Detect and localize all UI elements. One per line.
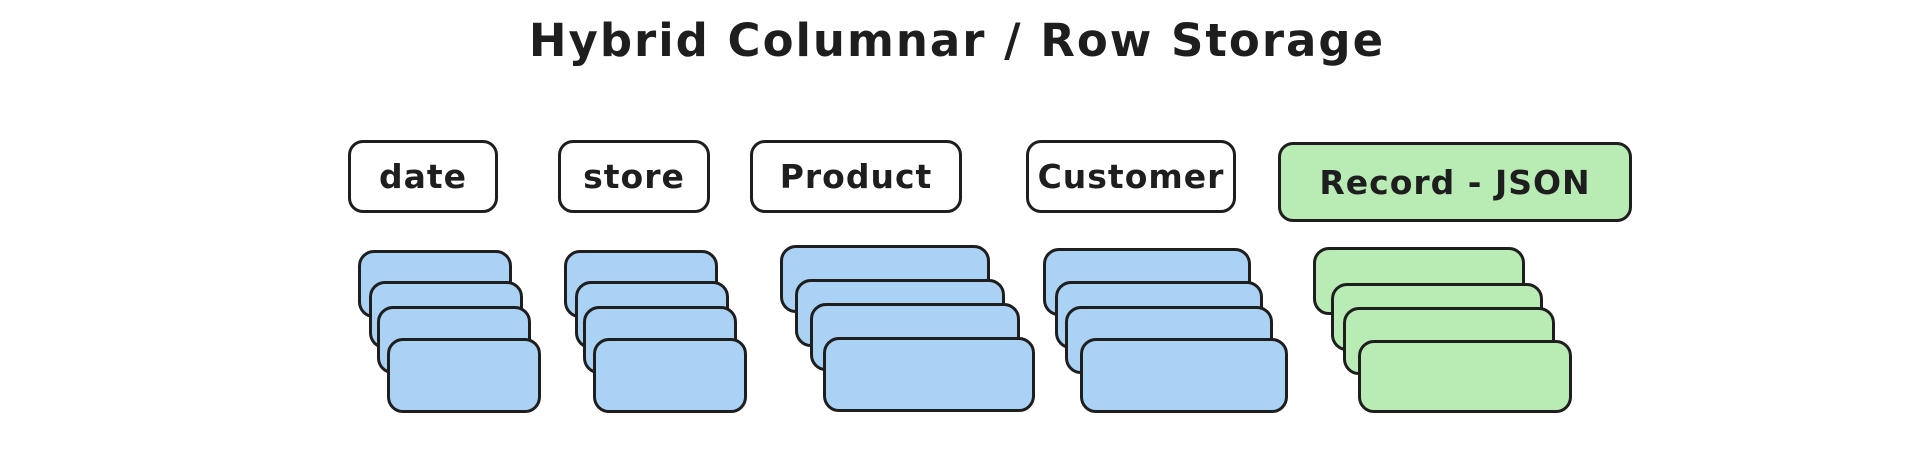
column-label-customer-text: Customer <box>1037 157 1225 196</box>
column-label-store-text: store <box>583 157 685 196</box>
column-label-product: Product <box>750 140 962 213</box>
stacked-card <box>593 338 747 413</box>
column-label-product-text: Product <box>779 157 933 196</box>
stacked-card <box>823 337 1035 412</box>
stacked-card <box>387 338 541 413</box>
column-label-customer: Customer <box>1026 140 1236 213</box>
stacked-card <box>1080 338 1288 413</box>
row-label-record-json-text: Record - JSON <box>1319 162 1591 202</box>
column-label-date-text: date <box>378 157 468 196</box>
stacked-card <box>1358 340 1572 413</box>
column-label-date: date <box>348 140 498 213</box>
column-label-store: store <box>558 140 710 213</box>
diagram-title: Hybrid Columnar / Row Storage <box>528 14 1386 67</box>
row-label-record-json: Record - JSON <box>1278 142 1632 222</box>
